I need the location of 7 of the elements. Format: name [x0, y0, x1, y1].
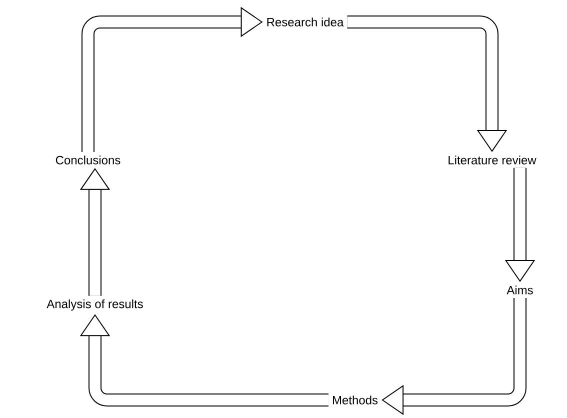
- step-label: Analysis of results: [46, 299, 143, 311]
- step-label: Conclusions: [56, 156, 120, 164]
- step-label: Aims: [506, 286, 533, 294]
- step-label: Methods: [332, 396, 378, 404]
- block-arrow: [382, 298, 526, 416]
- step-label: Research idea: [267, 18, 344, 26]
- step-label: Literature review: [448, 156, 536, 164]
